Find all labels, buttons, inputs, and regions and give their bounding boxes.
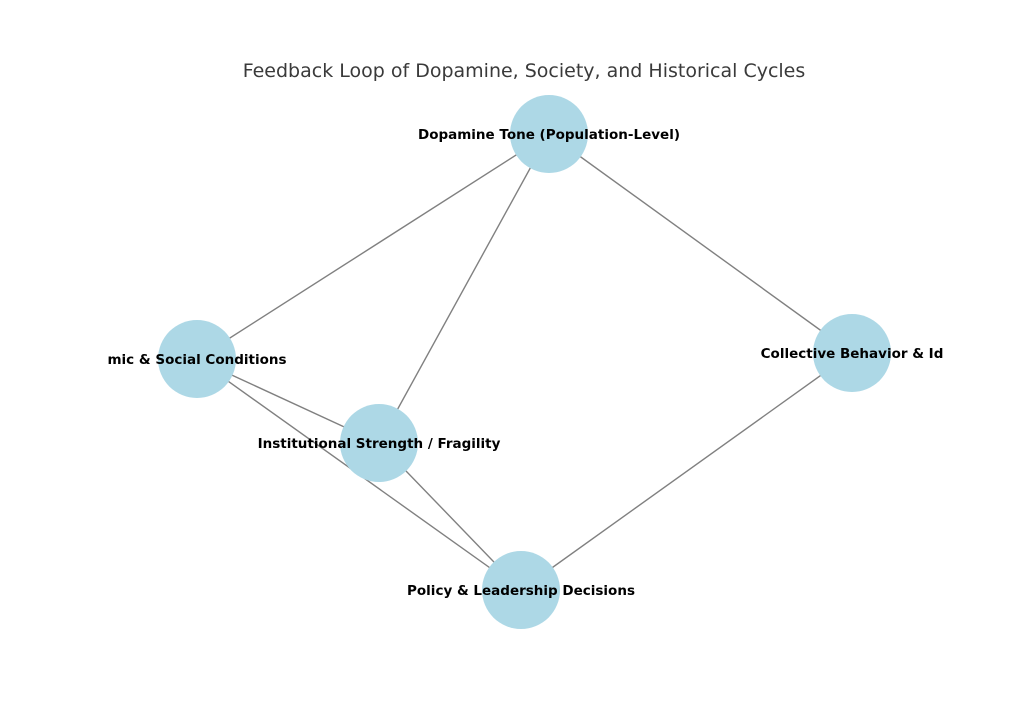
node-label-collective: Collective Behavior & Id: [761, 346, 944, 362]
edge-collective-policy: [520, 352, 853, 591]
diagram-title: Feedback Loop of Dopamine, Society, and …: [243, 60, 806, 82]
node-institutional: [340, 404, 418, 482]
edge-dopamine-econ: [196, 133, 550, 360]
node-label-econ: mic & Social Conditions: [107, 352, 286, 368]
node-policy: [482, 551, 560, 629]
node-collective: [813, 314, 891, 392]
node-label-institutional: Institutional Strength / Fragility: [258, 436, 501, 452]
node-dopamine: [510, 95, 588, 173]
edge-dopamine-collective: [548, 133, 853, 354]
edge-dopamine-institutional: [378, 133, 550, 444]
node-label-dopamine: Dopamine Tone (Population-Level): [418, 127, 680, 143]
labels-layer: Dopamine Tone (Population-Level) mic & So…: [107, 127, 943, 599]
node-econ: [158, 320, 236, 398]
nodes-layer: [158, 95, 891, 629]
node-label-policy: Policy & Leadership Decisions: [407, 583, 635, 599]
